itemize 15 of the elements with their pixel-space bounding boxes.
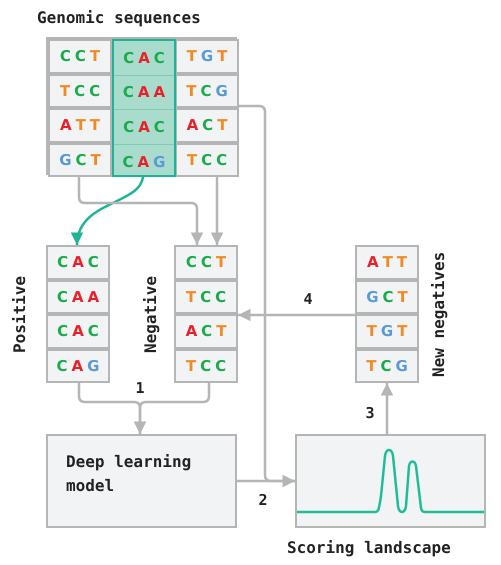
arrow [134,383,210,434]
grid-title: Genomic sequences [37,8,201,27]
column-label: Positive [10,274,29,355]
highlight-column [112,39,176,177]
arrow [237,474,295,488]
arrow [210,175,224,245]
arrow [78,175,204,245]
model-box [46,434,237,528]
plot-title: Scoring landscape [287,538,451,557]
model-label: Deep learning model [66,451,192,497]
arrow [380,383,394,434]
column-label: New negatives [429,250,448,379]
arrow [238,308,355,322]
arrow [72,174,144,246]
column-label: Negative [141,274,160,355]
